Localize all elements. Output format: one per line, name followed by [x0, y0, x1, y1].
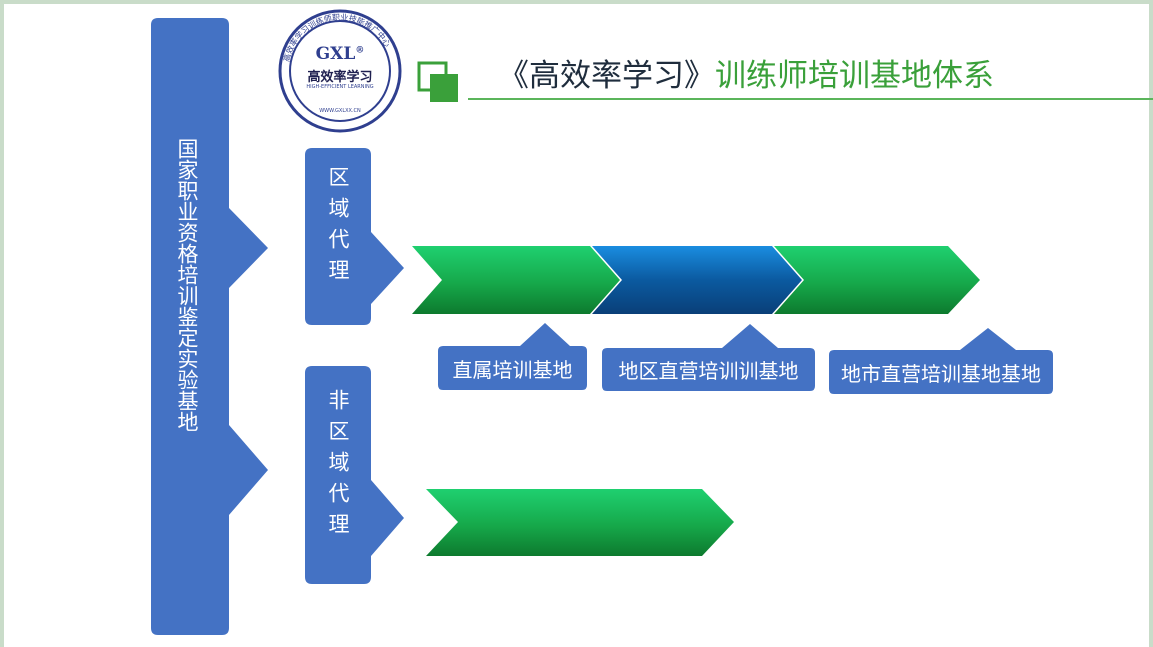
base-direct-label: 直属培训基地 — [452, 357, 573, 382]
non-regional-agent-label: 非区域代理 — [326, 389, 350, 544]
logo-inner-ring — [289, 20, 391, 122]
base-city-direct-label: 地市直营培训基地基地 — [841, 361, 1041, 386]
logo-url: WWW.GXLXX.CN — [319, 108, 361, 114]
title-system-name: 训练师培训基地体系 — [715, 58, 994, 94]
chevron-city-direct — [774, 246, 980, 314]
page-title: 《高效率学习》训练师培训基地体系 — [498, 50, 994, 95]
callout-direct — [438, 323, 587, 390]
root-box — [151, 18, 268, 635]
callout-region-direct — [602, 324, 815, 391]
logo-name-en: HIGH-EFFICIENT LEARNING — [306, 84, 374, 90]
title-book-name: 《高效率学习》 — [498, 58, 715, 94]
logo-brand: GXL® — [315, 44, 365, 64]
regional-agent-box — [305, 148, 404, 325]
logo-outer-ring — [278, 9, 402, 133]
callout-city-direct — [829, 328, 1053, 394]
chevron-direct — [412, 246, 620, 314]
regional-agent-label: 区域代理 — [326, 166, 350, 290]
logo-name-cn: 高效率学习 — [307, 70, 373, 85]
header-square-fill — [430, 74, 458, 102]
chevron-region-direct — [592, 246, 802, 314]
base-region-direct-label: 地区直营培训训基地 — [618, 359, 799, 383]
chevron-non-regional — [426, 489, 734, 556]
non-regional-agent-box — [305, 366, 404, 584]
root-label: 国家职业资格培训鉴定实验基地 — [175, 138, 199, 432]
